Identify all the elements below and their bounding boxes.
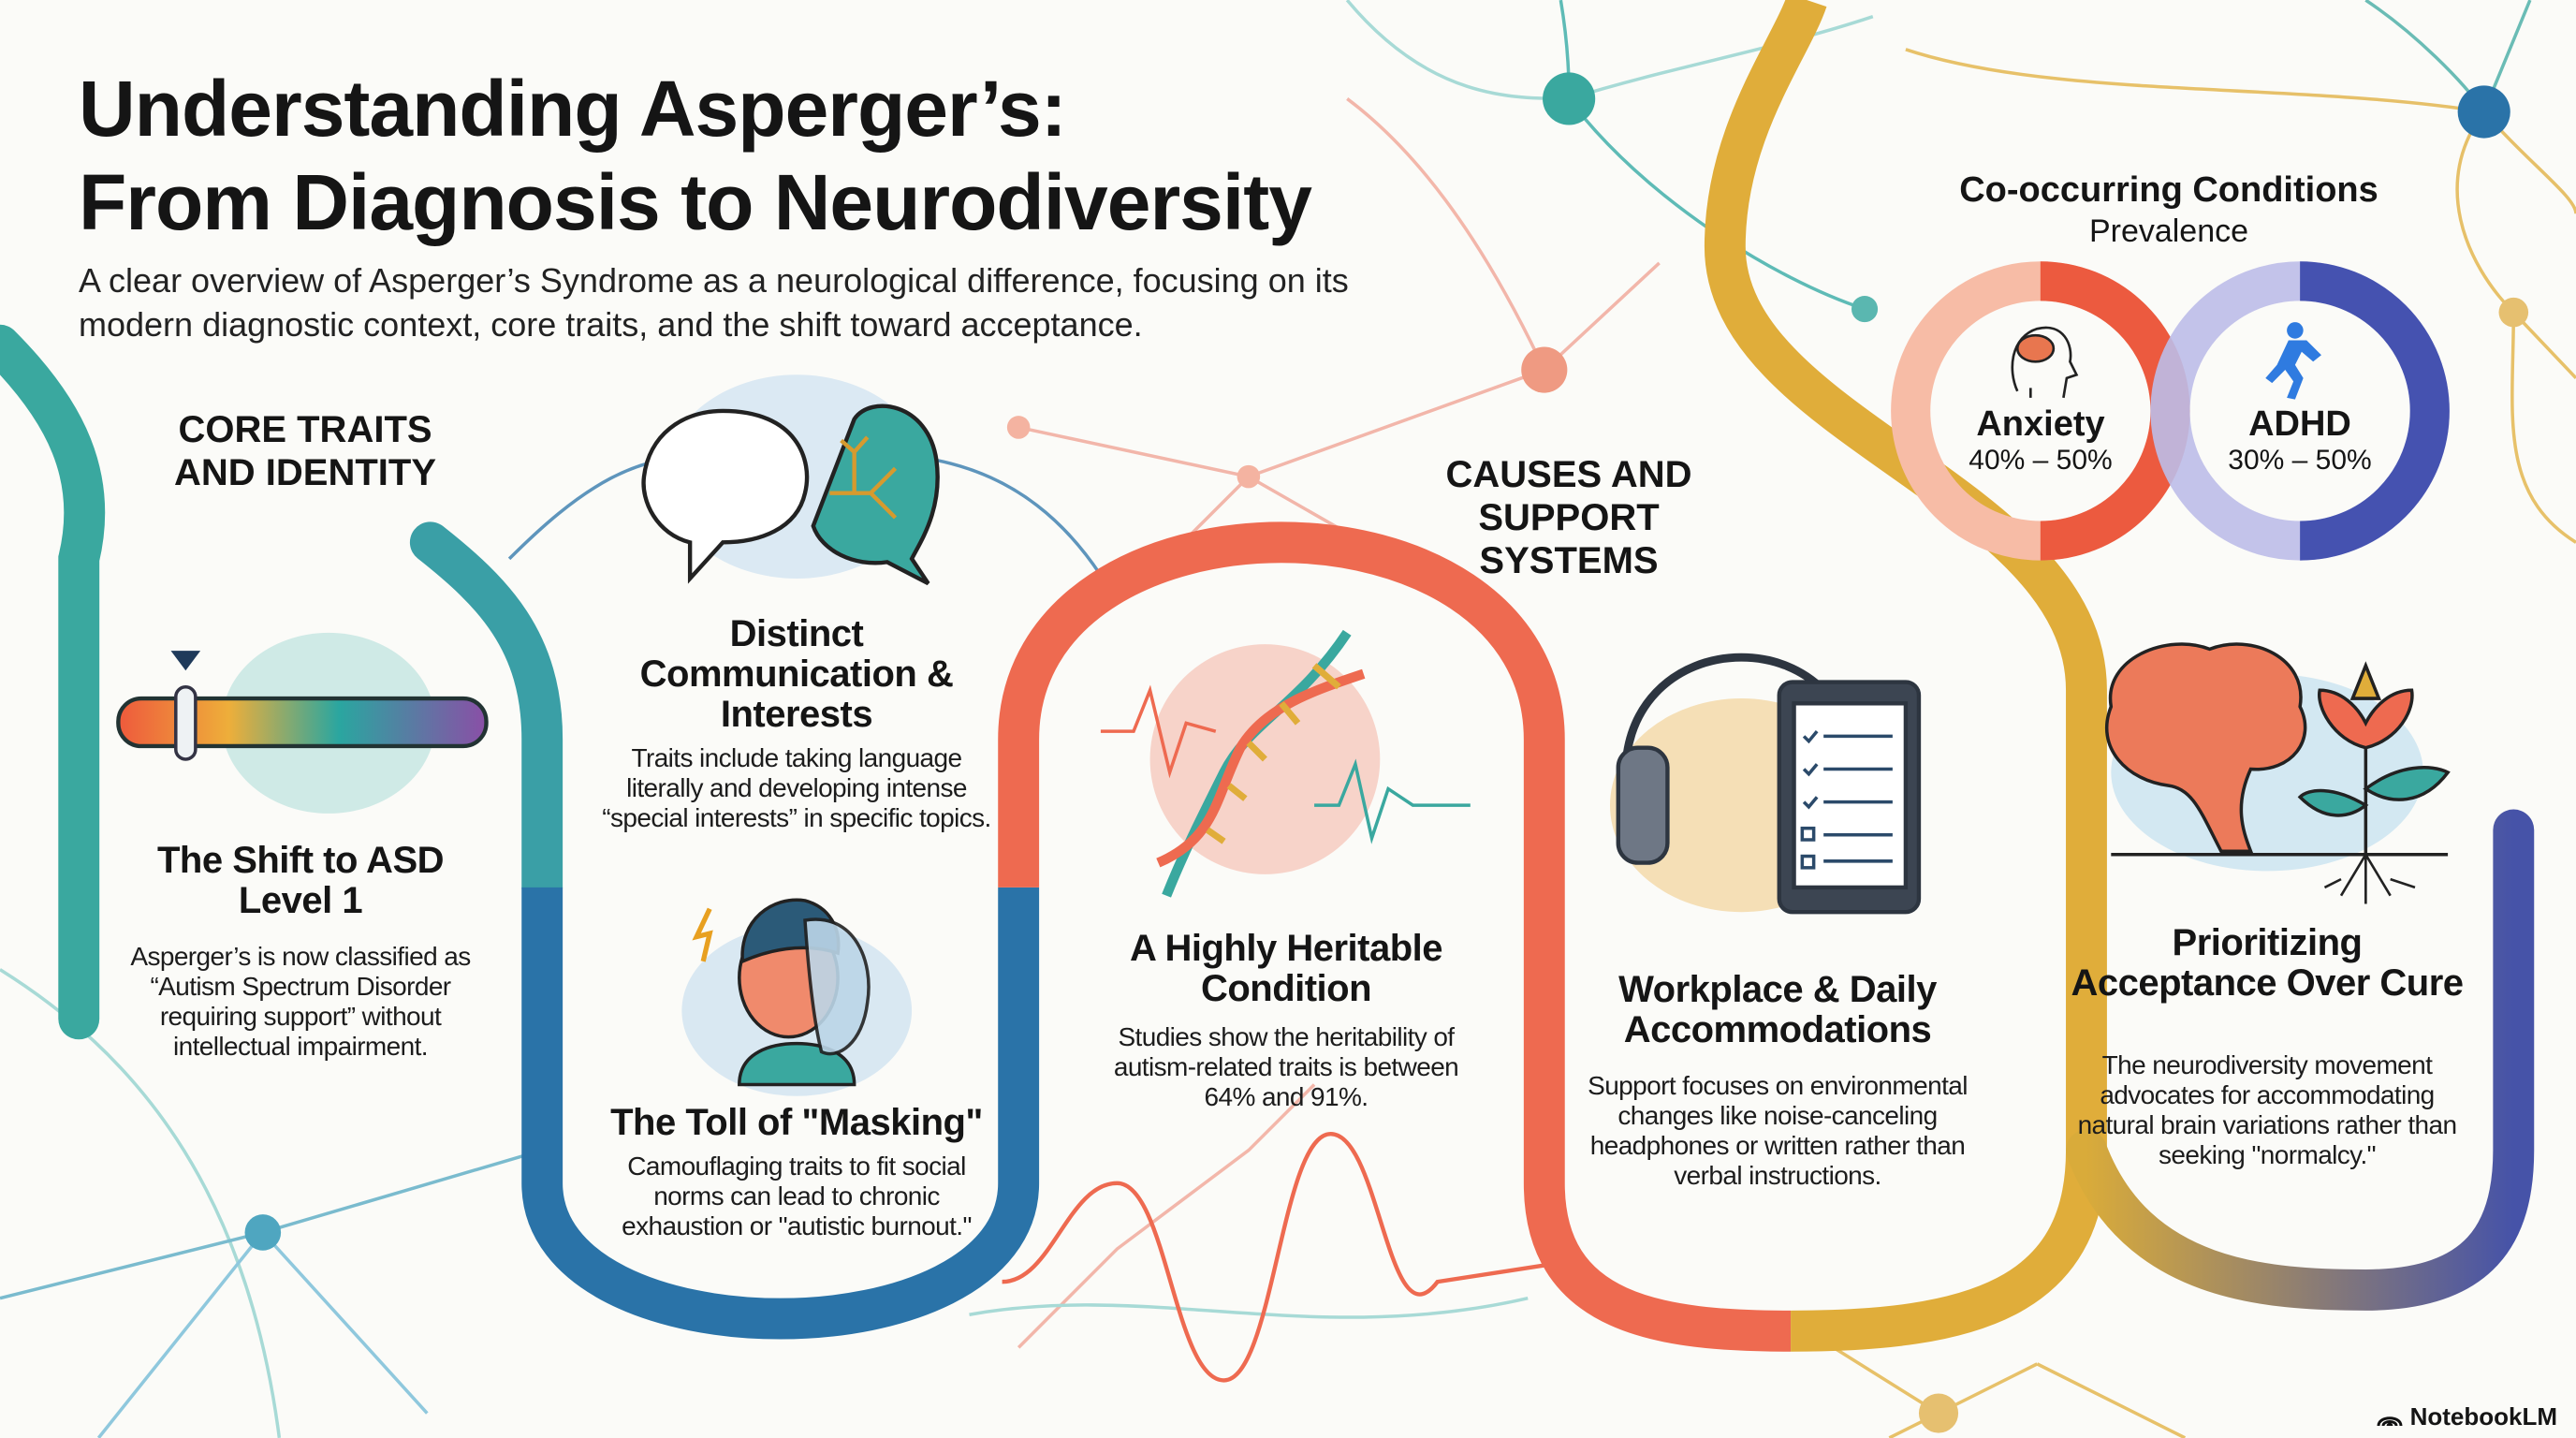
card-title-communication: Distinct Communication & Interests xyxy=(639,613,954,735)
speech-bubbles-icon xyxy=(641,374,940,586)
card-body-communication: Traits include taking language literally… xyxy=(602,743,991,832)
face-mask-icon xyxy=(681,898,913,1096)
wave-line xyxy=(1002,1131,1545,1383)
anxiety-range: 40% – 50% xyxy=(1969,445,2113,476)
card-body-masking: Camouflaging traits to fit social norms … xyxy=(622,1152,972,1240)
network-nodes xyxy=(244,72,2529,1433)
brand-name: NotebookLM xyxy=(2409,1402,2557,1431)
card-body-acceptance: The neurodiversity movement advocates fo… xyxy=(2077,1050,2457,1169)
headphones-tablet-icon xyxy=(1610,653,1922,915)
track-red xyxy=(998,521,1792,1352)
dna-icon xyxy=(1100,629,1471,898)
card-body-shift: Asperger’s is now classified as “Autism … xyxy=(130,942,471,1061)
track-teal-left xyxy=(0,324,106,1040)
anxiety-label: Anxiety xyxy=(1976,404,2105,444)
card-title-workplace: Workplace & Daily Accommodations xyxy=(1618,969,1937,1050)
anxiety-stat: Anxiety 40% – 50% xyxy=(1928,404,2153,477)
card-title-shift: The Shift to ASD Level 1 xyxy=(156,840,445,921)
track-end xyxy=(2066,809,2535,1311)
card-body-workplace: Support focuses on environmental changes… xyxy=(1588,1071,1968,1190)
adhd-range: 30% – 50% xyxy=(2228,445,2372,476)
adhd-label: ADHD xyxy=(2248,404,2351,444)
page-subtitle: A clear overview of Asperger’s Syndrome … xyxy=(79,258,1349,346)
card-title-masking: The Toll of "Masking" xyxy=(610,1102,983,1143)
notebooklm-icon xyxy=(2377,1416,2403,1426)
card-title-acceptance: Prioritizing Acceptance Over Cure xyxy=(2071,922,2464,1004)
page-title: Understanding Asperger’s: From Diagnosis… xyxy=(79,62,1312,249)
title-line-1: Understanding Asperger’s: xyxy=(79,65,1067,153)
running-person-icon xyxy=(2265,322,2321,400)
spectrum-slider-icon xyxy=(116,632,489,814)
track-blue xyxy=(521,887,1040,1340)
track-teal xyxy=(409,521,564,908)
card-title-heritable: A Highly Heritable Condition xyxy=(1129,928,1443,1009)
subtitle-line-1: A clear overview of Asperger’s Syndrome … xyxy=(79,261,1349,300)
section-core-traits: CORE TRAITS AND IDENTITY xyxy=(174,409,436,493)
title-line-2: From Diagnosis to Neurodiversity xyxy=(79,158,1312,246)
adhd-stat: ADHD 30% – 50% xyxy=(2188,404,2412,477)
co-occurring-title: Co-occurring Conditions xyxy=(1959,170,2378,210)
co-occurring-subtitle: Prevalence xyxy=(2088,213,2249,249)
brain-flower-icon xyxy=(2104,642,2451,904)
subtitle-line-2: modern diagnostic context, core traits, … xyxy=(79,305,1143,344)
brand-logo: NotebookLM xyxy=(2377,1402,2557,1431)
adhd-ring xyxy=(2150,261,2450,561)
card-body-heritable: Studies show the heritability of autism-… xyxy=(1113,1022,1459,1111)
section-causes-support: CAUSES AND SUPPORT SYSTEMS xyxy=(1445,454,1692,581)
brain-head-icon xyxy=(2011,326,2079,399)
